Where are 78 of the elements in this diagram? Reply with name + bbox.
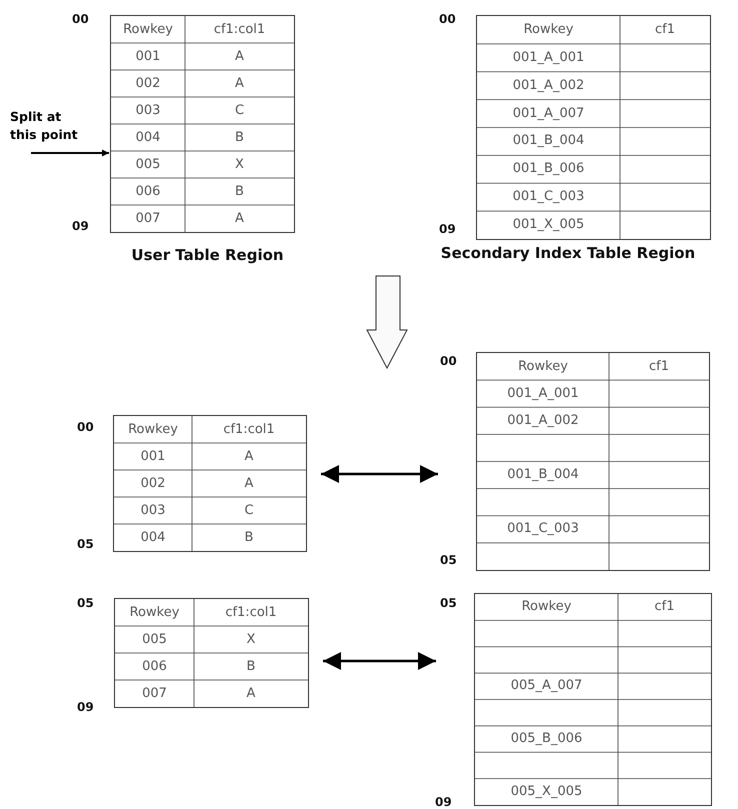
range-marker: 05 — [440, 553, 457, 567]
row-key: 001 — [114, 450, 192, 462]
range-marker: 09 — [439, 222, 456, 236]
row-key: 006 — [115, 660, 194, 672]
column-header: cf1 — [648, 360, 670, 373]
cell-value: A — [234, 50, 245, 62]
cell-value: A — [234, 76, 245, 90]
arrow — [323, 652, 436, 670]
data-table — [113, 415, 307, 552]
data-table — [114, 598, 309, 708]
cell-value: C — [234, 104, 246, 116]
column-header: Rowkey — [122, 22, 174, 36]
row-key: 003 — [114, 504, 192, 516]
data-table — [476, 15, 711, 240]
cell-value: X — [246, 632, 256, 646]
data-table — [110, 15, 295, 233]
cell-value: A — [244, 476, 254, 490]
row-key: 001_A_001 — [477, 386, 609, 400]
range-marker: 00 — [72, 12, 89, 26]
row-key: 005 — [115, 632, 194, 646]
row-key: 001_C_003 — [477, 522, 609, 536]
row-key: 001_A_002 — [477, 414, 609, 427]
row-key: 007 — [115, 686, 194, 700]
column-header: cf1:col1 — [212, 22, 266, 36]
row-key: 004 — [111, 130, 185, 144]
row-key: 001 — [111, 50, 185, 62]
row-key: 001_A_001 — [477, 50, 620, 64]
column-header: Rowkey — [522, 22, 574, 36]
data-table — [476, 352, 710, 571]
range-marker: 05 — [77, 596, 94, 610]
range-marker: 09 — [435, 795, 452, 809]
row-key: 001_X_005 — [477, 218, 620, 232]
cell-value: X — [234, 158, 245, 170]
table-caption: Secondary Index Table Region — [440, 244, 696, 262]
row-key: 004 — [114, 530, 192, 544]
column-header: cf1:col1 — [222, 422, 276, 436]
cell-value: C — [243, 504, 255, 516]
row-key: 005_X_005 — [475, 784, 618, 798]
row-key: 001_B_004 — [477, 134, 620, 148]
row-key: 005 — [111, 158, 185, 170]
callout-text: Split at this point — [10, 108, 79, 144]
arrow — [31, 150, 109, 156]
row-key: 001_B_004 — [477, 468, 609, 482]
column-header: Rowkey — [127, 422, 179, 436]
row-key: 001_C_003 — [477, 190, 620, 204]
table-caption: User Table Region — [130, 246, 285, 264]
row-key: 001_A_002 — [477, 78, 620, 92]
row-key: 001_A_007 — [477, 106, 620, 120]
cell-value: B — [234, 184, 245, 198]
range-marker: 00 — [439, 12, 456, 26]
column-header: cf1 — [654, 22, 676, 36]
row-key: 001_B_006 — [477, 162, 620, 176]
cell-value: B — [244, 530, 254, 544]
row-key: 007 — [111, 212, 185, 224]
cell-value: B — [234, 130, 245, 144]
range-marker: 09 — [72, 219, 89, 233]
cell-value: A — [244, 450, 254, 462]
range-marker: 05 — [440, 596, 457, 610]
column-header: cf1 — [654, 600, 676, 614]
column-header: Rowkey — [128, 606, 180, 618]
cell-value: B — [246, 660, 256, 672]
row-key: 003 — [111, 104, 185, 116]
cell-value: A — [246, 686, 256, 700]
data-table — [474, 593, 712, 806]
column-header: Rowkey — [517, 360, 569, 373]
row-key: 002 — [111, 76, 185, 90]
range-marker: 00 — [77, 420, 94, 434]
column-header: cf1:col1 — [224, 606, 278, 618]
row-key: 005_B_006 — [475, 732, 618, 746]
range-marker: 09 — [77, 700, 94, 714]
cell-value: A — [234, 212, 245, 224]
range-marker: 00 — [440, 354, 457, 368]
row-key: 005_A_007 — [475, 679, 618, 692]
column-header: Rowkey — [520, 600, 572, 614]
arrow — [321, 465, 438, 483]
row-key: 002 — [114, 476, 192, 490]
range-marker: 05 — [77, 537, 94, 551]
row-key: 006 — [111, 184, 185, 198]
